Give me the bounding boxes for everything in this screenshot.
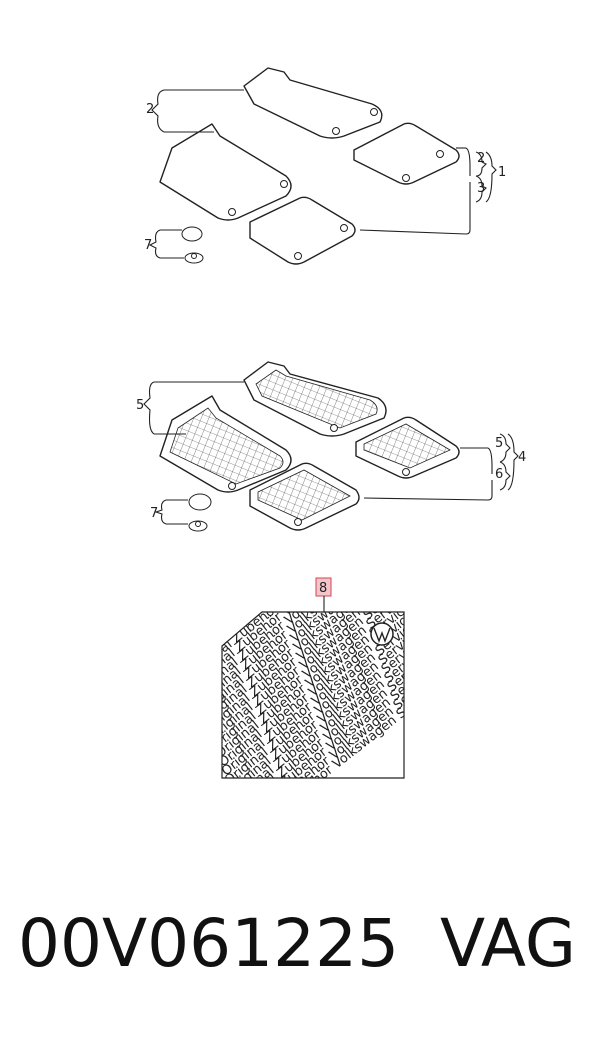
mat-front-left <box>243 67 383 139</box>
brand-name: VAG <box>440 905 577 982</box>
callout-5a: 5 <box>136 398 144 413</box>
mat-rear-right <box>353 122 460 185</box>
callout-6: 6 <box>495 467 503 482</box>
callout-7a: 7 <box>144 238 152 253</box>
mat-front-right <box>159 123 292 221</box>
callout-7b: 7 <box>150 506 158 521</box>
callout-4: 4 <box>518 450 526 465</box>
part-number: 00V061225 <box>18 905 400 982</box>
parts-diagram: 2 2 3 1 7 5 5 6 4 7 <box>136 67 526 779</box>
callout-2b: 2 <box>477 151 485 166</box>
clip-top <box>181 226 203 242</box>
callout-8: 8 <box>319 581 327 596</box>
callout-2a: 2 <box>146 102 154 117</box>
mat-set-rubber: 5 5 6 4 7 <box>136 361 526 532</box>
accessory-label: 8 Volkswagen Original Zubehör Volkswagen… <box>221 577 405 779</box>
mat-rear-left <box>249 196 356 265</box>
callout-3: 3 <box>477 181 485 196</box>
callout-1: 1 <box>498 165 506 180</box>
label-sheet <box>221 611 405 779</box>
mat-set-plain: 2 2 3 1 7 <box>144 67 506 265</box>
rubber-clip-top <box>188 493 212 511</box>
callout-5b: 5 <box>495 436 503 451</box>
